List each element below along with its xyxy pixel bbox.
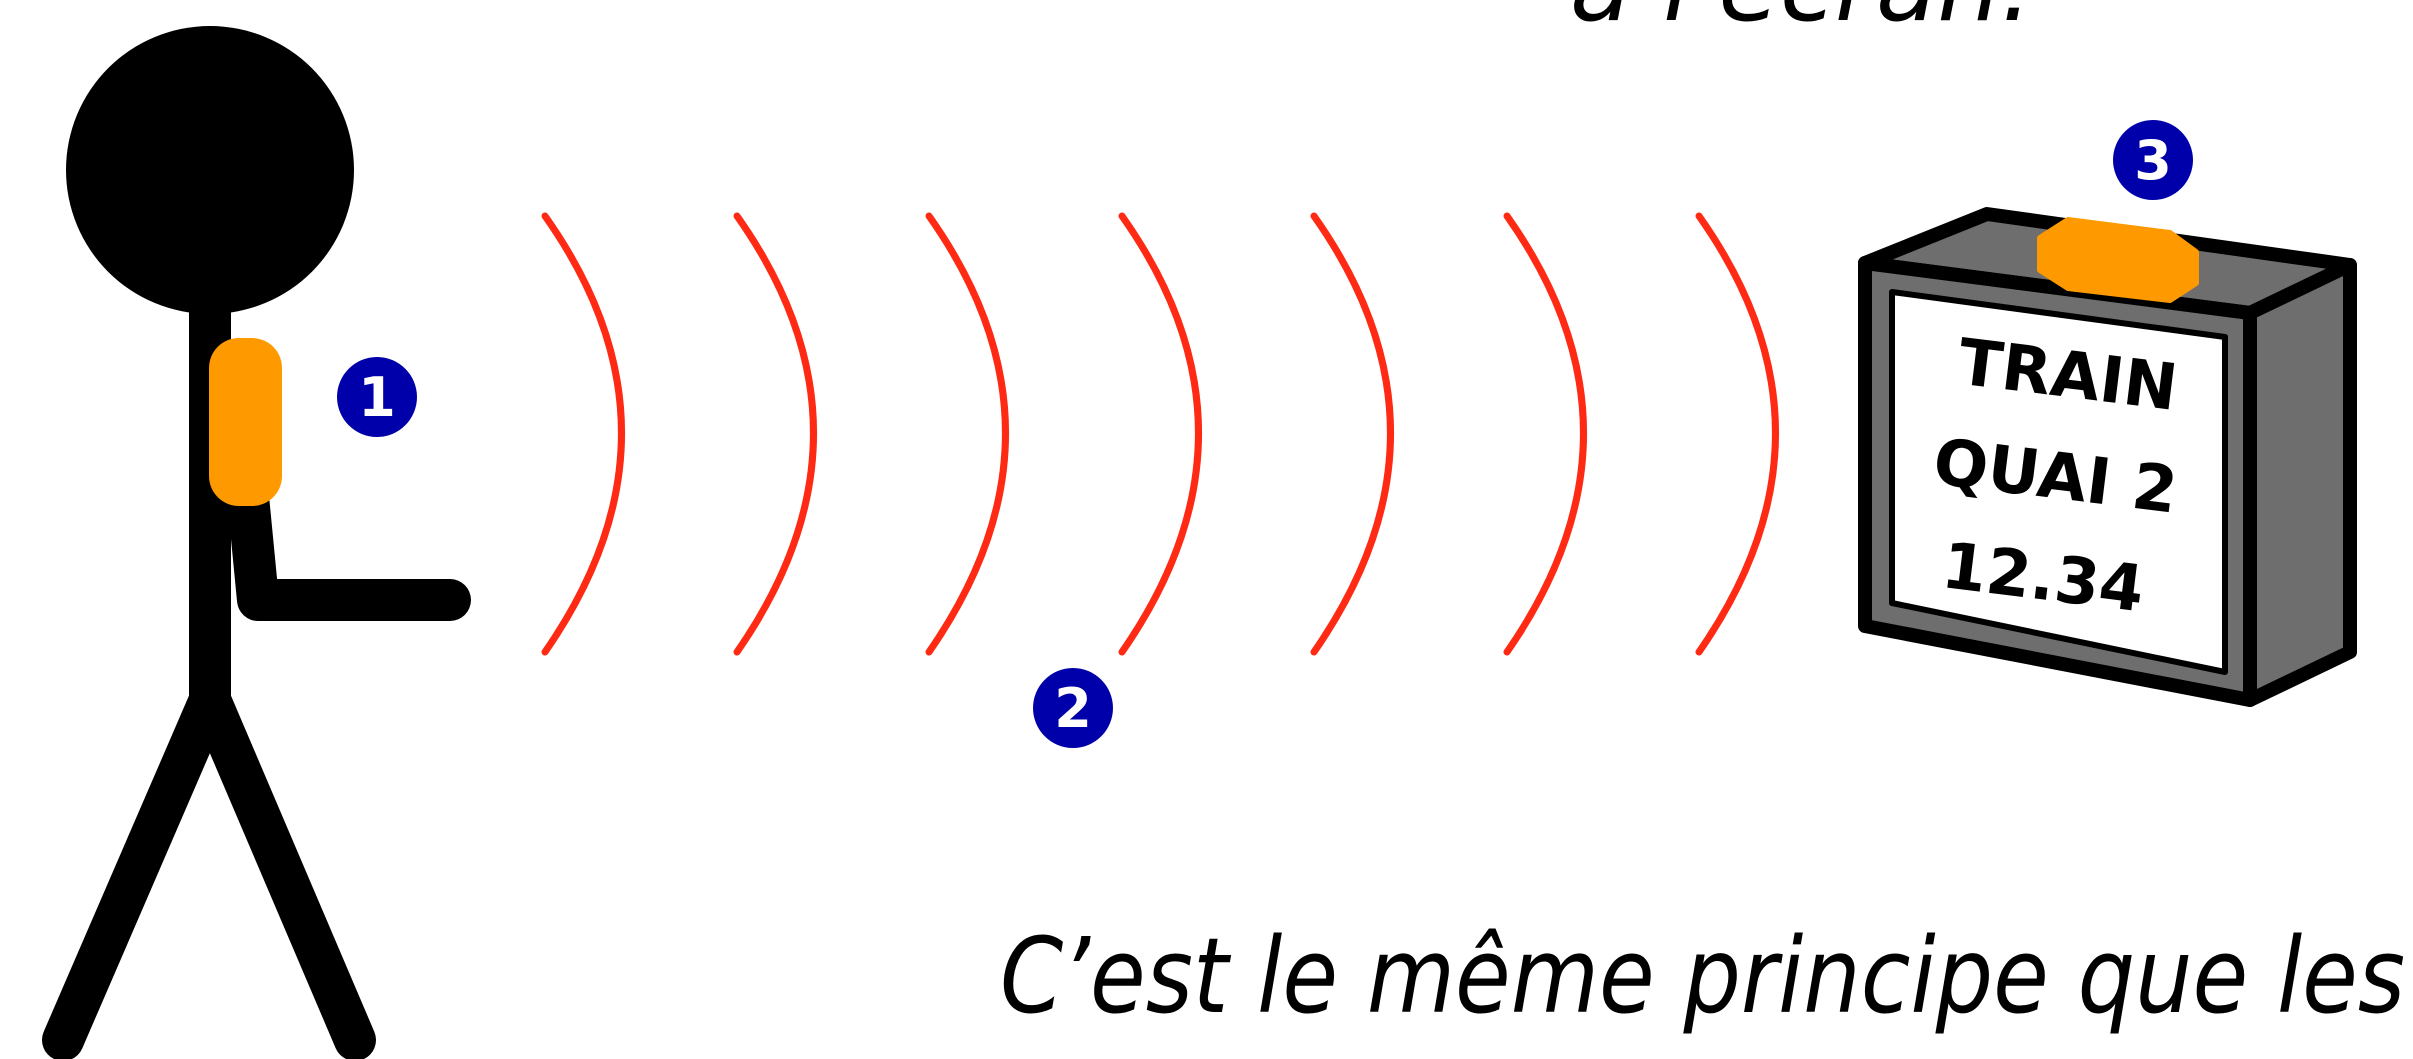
marker-1: 1: [337, 357, 417, 437]
wave-2: [733, 212, 817, 656]
display-device: [2037, 217, 2199, 303]
marker-1-circle: [337, 357, 417, 437]
marker-3-circle: [2113, 120, 2193, 200]
top-caption: à l'écran.: [1570, 0, 2032, 44]
signal-waves-icon: [541, 212, 1779, 656]
person-leg-left: [42, 679, 231, 1059]
wave-5: [1310, 212, 1394, 656]
marker-2-circle: [1033, 668, 1113, 748]
wearable-device: [209, 338, 282, 506]
marker-2-label: 2: [1054, 677, 1092, 740]
marker-3: 3: [2113, 120, 2193, 200]
wave-4: [1118, 212, 1202, 656]
wave-6: [1503, 212, 1587, 656]
display-side: [2243, 258, 2357, 707]
marker-1-label: 1: [358, 366, 396, 429]
person-head: [66, 26, 354, 314]
bottom-caption: C’est le même principe que les: [1000, 915, 2405, 1037]
marker-3-label: 3: [2134, 129, 2172, 192]
display-screen: [1889, 289, 2228, 675]
wave-3: [925, 212, 1009, 656]
person-leg-right: [189, 679, 376, 1059]
marker-2: 2: [1033, 668, 1113, 748]
wave-1: [541, 212, 625, 656]
wave-7: [1695, 212, 1779, 656]
person-icon: [42, 26, 471, 1059]
